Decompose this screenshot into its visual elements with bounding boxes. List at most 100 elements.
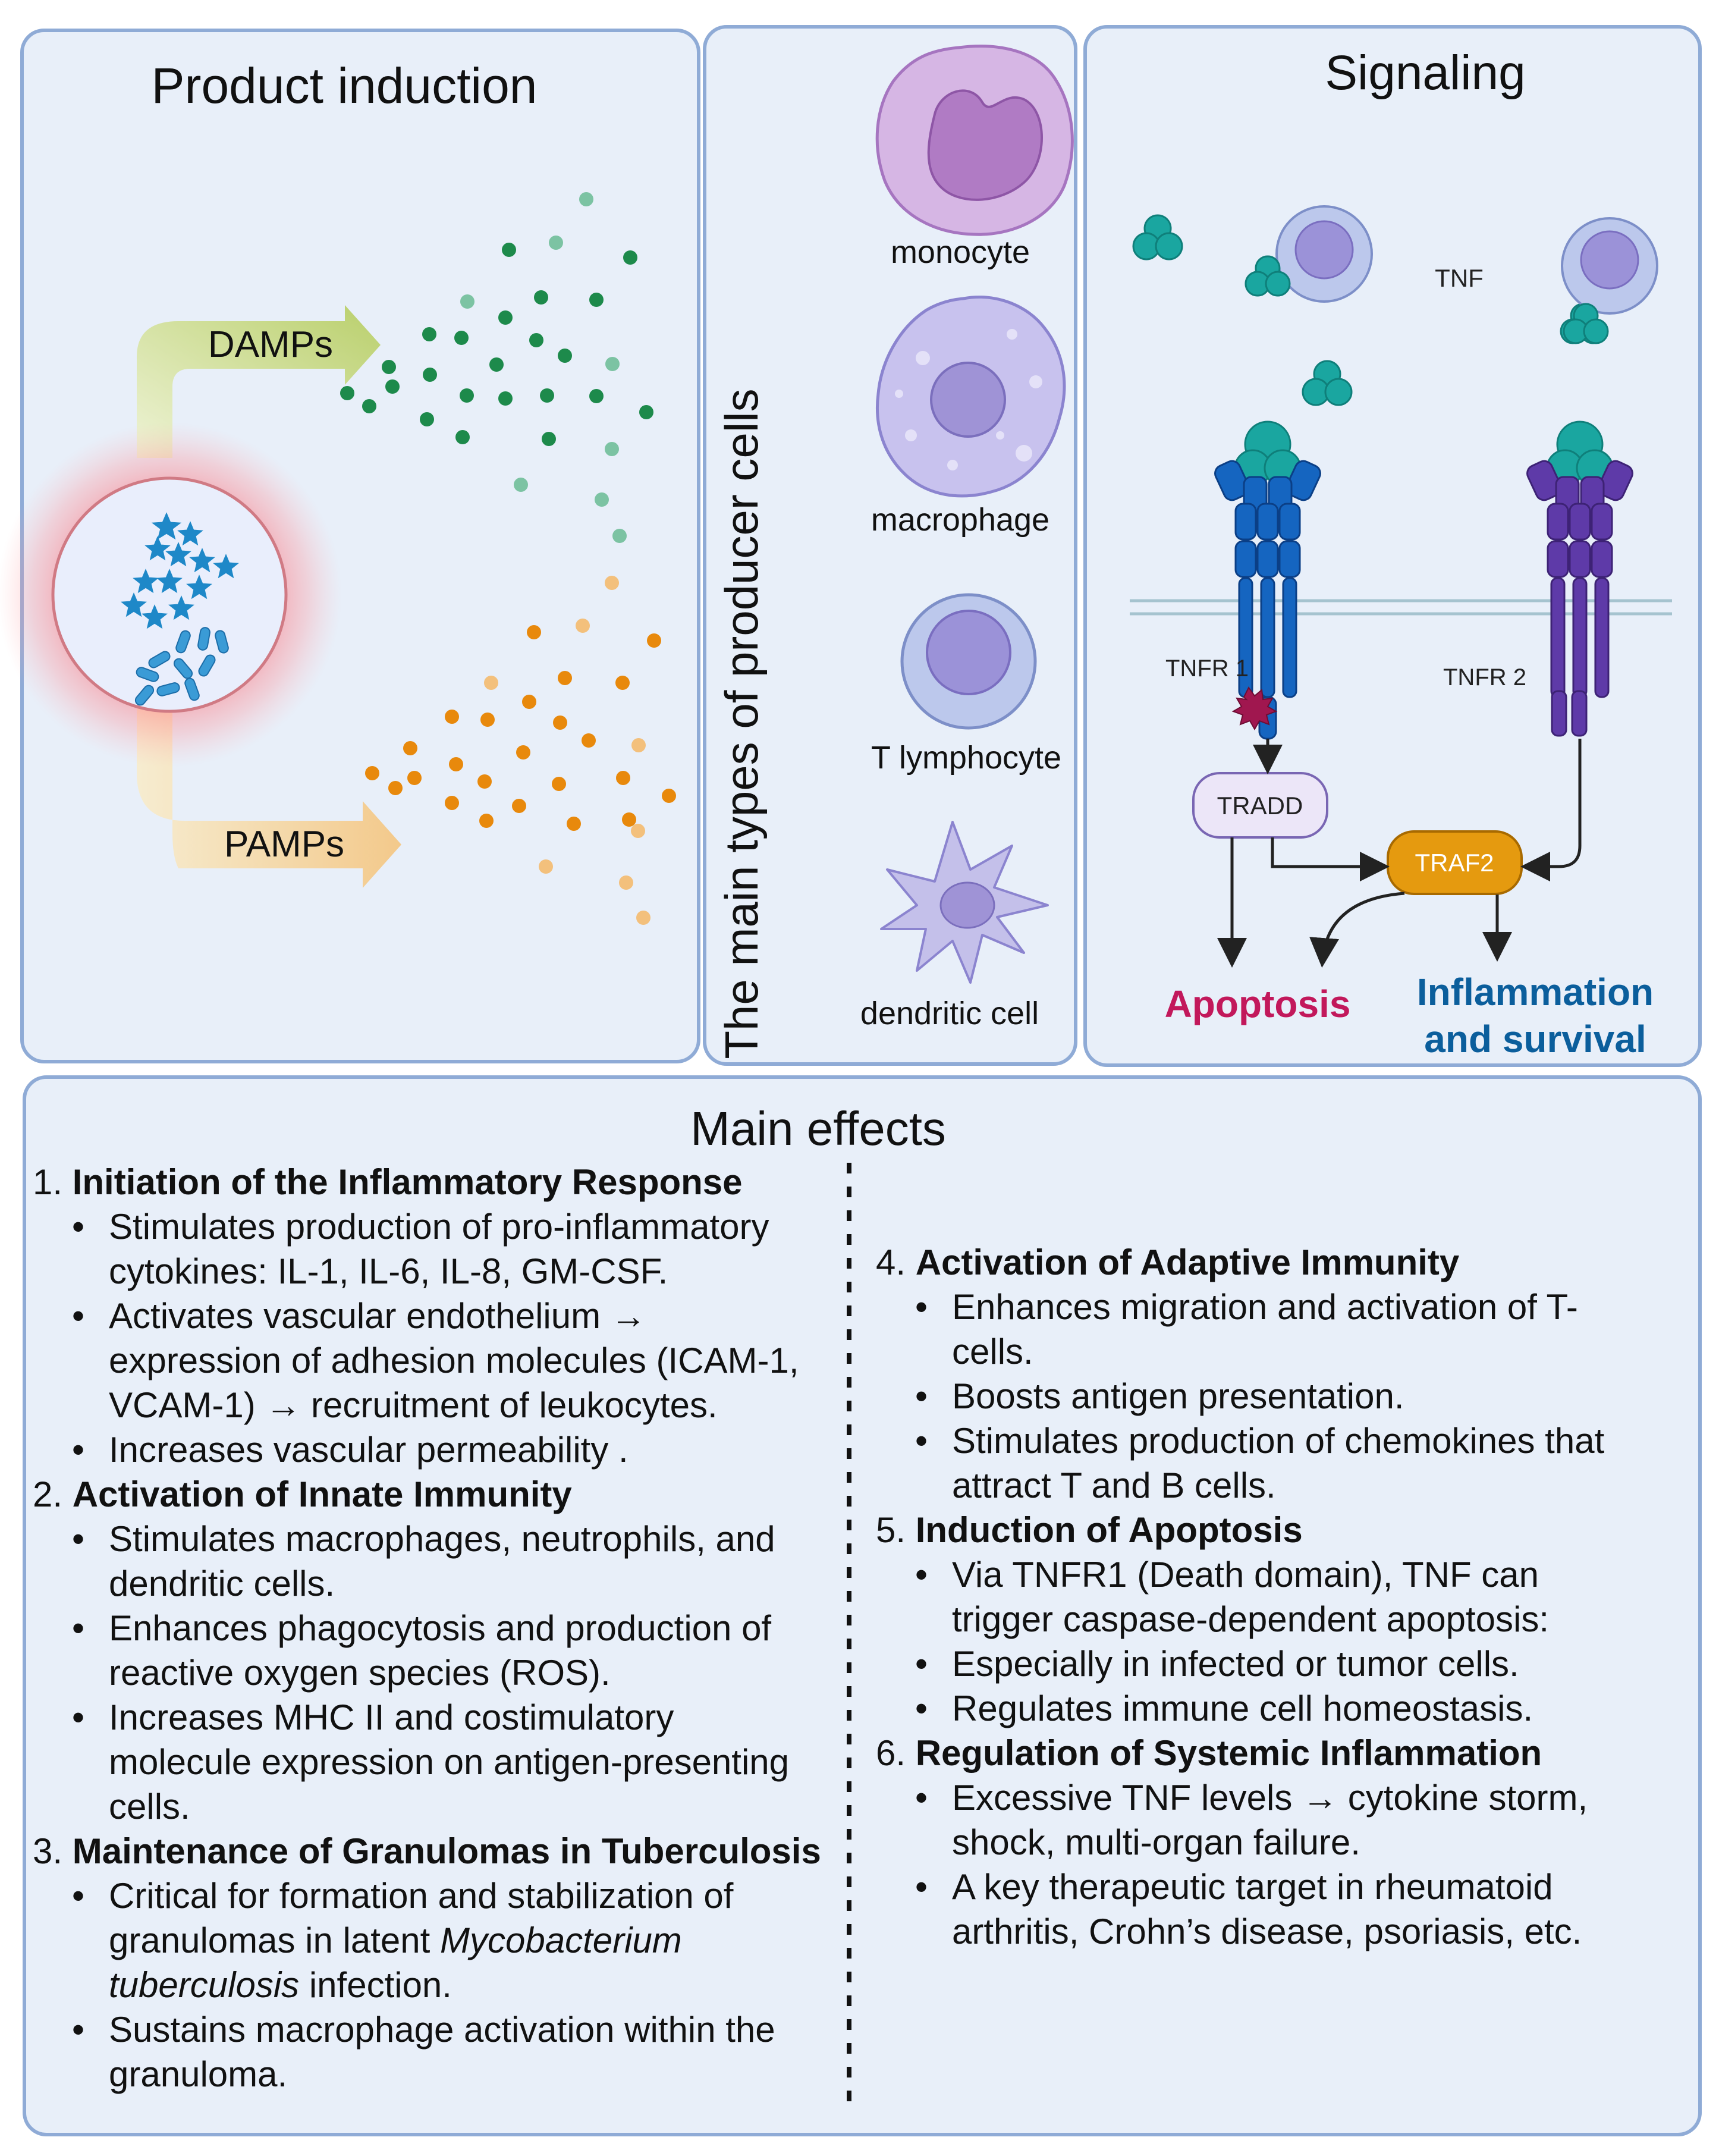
damps-arrow [137, 305, 381, 458]
effect-bullet-line: Enhances migration and activation of T- [952, 1287, 1578, 1327]
effect-section-heading: Induction of Apoptosis [915, 1510, 1303, 1550]
effect-bullet: Critical for formation and stabilization… [72, 1873, 841, 2007]
effect-bullet-line: Stimulates production of pro-inflammator… [109, 1207, 769, 1247]
panel-title-product-induction: Product induction [151, 58, 538, 114]
effect-bullet-line: Via TNFR1 (Death domain), TNF can [952, 1555, 1539, 1595]
producer-cells-diagram: The main types of producer cells monocyt… [715, 45, 1074, 1059]
effect-bullet-line: reactive oxygen species (ROS). [109, 1653, 611, 1693]
tnfr2-receptor-icon [1526, 420, 1633, 737]
traf2-label: TRAF2 [1415, 849, 1494, 877]
effect-bullet-line: Stimulates production of chemokines that [952, 1421, 1605, 1461]
panel-title-signaling: Signaling [1325, 46, 1526, 100]
effect-section-number: 3. [33, 1831, 63, 1871]
tnf-producing-cell-icons [1275, 205, 1658, 315]
infected-cell-icon [0, 422, 342, 767]
effect-bullet-line: Critical for formation and stabilization… [109, 1876, 734, 1916]
effect-bullet: Boosts antigen presentation. [915, 1374, 1685, 1418]
effect-bullet-line: shock, multi-organ failure. [952, 1822, 1360, 1862]
effect-bullet: Sustains macrophage activation within th… [72, 2007, 841, 2097]
effect-bullet-line: attract T and B cells. [952, 1465, 1276, 1505]
cell-label-t-lymphocyte: T lymphocyte [871, 740, 1061, 776]
effect-bullet-line: Excessive TNF levels → cytokine storm, [952, 1778, 1588, 1818]
effect-bullet: Activates vascular endothelium →expressi… [72, 1294, 841, 1427]
pamps-dots-light [484, 576, 650, 925]
effect-bullet-line: VCAM-1) → recruitment of leukocytes. [109, 1385, 718, 1425]
effect-bullet: Regulates immune cell homeostasis. [915, 1686, 1685, 1731]
effect-bullet-line: Stimulates macrophages, neutrophils, and [109, 1519, 775, 1559]
effect-section: 6. Regulation of Systemic InflammationEx… [876, 1731, 1685, 1954]
effect-bullet-line: tuberculosis infection. [109, 1965, 452, 2005]
effect-section: 3. Maintenance of Granulomas in Tubercul… [33, 1829, 841, 2097]
macrophage-icon [875, 295, 1066, 498]
pamps-dots [365, 625, 676, 831]
effect-bullet-line: cytokines: IL-1, IL-6, IL-8, GM-CSF. [109, 1251, 668, 1291]
effect-section-number: 6. [876, 1733, 906, 1773]
panel-title-producer-cells: The main types of producer cells [715, 388, 768, 1059]
effect-section-heading: Activation of Innate Immunity [72, 1474, 572, 1514]
effect-bullet-line: Regulates immune cell homeostasis. [952, 1689, 1533, 1728]
tnfr2-label: TNFR 2 [1443, 664, 1526, 691]
effect-section: 2. Activation of Innate ImmunityStimulat… [33, 1472, 841, 1829]
effect-bullet-line: dendritic cells. [109, 1564, 335, 1603]
apoptosis-label: Apoptosis [1165, 983, 1351, 1025]
effect-bullet-line: cells. [952, 1332, 1033, 1372]
effect-bullet: Enhances phagocytosis and production of r… [72, 1606, 841, 1695]
effect-section: 5. Induction of ApoptosisVia TNFR1 (Deat… [876, 1508, 1685, 1731]
effect-bullet-line: granuloma. [109, 2054, 288, 2094]
inflammation-label-line2: and survival [1424, 1018, 1646, 1060]
damps-dots [340, 243, 653, 446]
effect-bullet: Increases vascular permeability . [72, 1427, 841, 1472]
effect-section: 4. Activation of Adaptive ImmunityEnhanc… [876, 1240, 1685, 1508]
effect-section-heading: Activation of Adaptive Immunity [915, 1242, 1460, 1282]
effect-section-number: 1. [33, 1162, 63, 1202]
tnfr1-label: TNFR 1 [1165, 655, 1249, 682]
dendritic-cell-icon [880, 821, 1049, 984]
signaling-diagram: TNF TNFR 1 [1130, 205, 1672, 1060]
signaling-arrows [1217, 739, 1582, 968]
effect-bullet-line: arthritis, Crohn’s disease, psoriasis, e… [952, 1912, 1582, 1951]
effect-bullet-line: A key therapeutic target in rheumatoid [952, 1867, 1553, 1907]
effects-left-column: 1. Initiation of the Inflammatory Respon… [33, 1160, 841, 2097]
effect-bullet: Stimulates production of chemokines that… [915, 1418, 1685, 1508]
cell-label-dendritic-cell: dendritic cell [860, 996, 1039, 1031]
effect-bullet: Via TNFR1 (Death domain), TNF cantrigger… [915, 1552, 1685, 1642]
pamps-arrow [137, 702, 401, 888]
tradd-node: TRADD [1192, 772, 1328, 839]
effect-bullet-line: Enhances phagocytosis and production of [109, 1608, 772, 1648]
inflammation-label-line1: Inflammation [1417, 971, 1654, 1013]
effect-bullet-line: trigger caspase-dependent apoptosis: [952, 1599, 1550, 1639]
effect-section: 1. Initiation of the Inflammatory Respon… [33, 1160, 841, 1472]
effect-bullet-line: Sustains macrophage activation within th… [109, 2010, 775, 2050]
tradd-label: TRADD [1217, 792, 1303, 820]
effect-bullet-line: Increases MHC II and costimulatory [109, 1697, 674, 1737]
effect-bullet-line: granulomas in latent Mycobacterium [109, 1920, 682, 1960]
effect-section-number: 2. [33, 1474, 63, 1514]
pamps-label: PAMPs [224, 824, 344, 865]
effects-divider [847, 1163, 851, 2108]
effect-bullet-line: cells. [109, 1787, 190, 1827]
damps-dots-light [460, 192, 627, 543]
product-induction-diagram: DAMPs PAMPs [0, 192, 676, 925]
monocyte-icon [875, 45, 1074, 236]
effect-bullet: Enhances migration and activation of T-c… [915, 1285, 1685, 1374]
effect-section-heading: Regulation of Systemic Inflammation [915, 1733, 1542, 1773]
cell-membrane [1130, 599, 1672, 616]
panel-title-main-effects: Main effects [690, 1102, 946, 1155]
effect-bullet-line: Increases vascular permeability . [109, 1430, 628, 1470]
effect-bullet-line: Activates vascular endothelium → [109, 1296, 646, 1336]
t-lymphocyte-icon [900, 593, 1037, 730]
effect-section-heading: Maintenance of Granulomas in Tuberculosi… [72, 1831, 821, 1871]
effect-bullet: Stimulates production of pro-inflammator… [72, 1204, 841, 1294]
effects-right-column: 4. Activation of Adaptive ImmunityEnhanc… [876, 1240, 1685, 1954]
effect-section-heading: Initiation of the Inflammatory Response [72, 1162, 743, 1202]
effect-bullet-line: Especially in infected or tumor cells. [952, 1644, 1519, 1684]
effect-section-number: 4. [876, 1242, 906, 1282]
cell-label-monocyte: monocyte [891, 234, 1030, 270]
effect-bullet: Excessive TNF levels → cytokine storm,sh… [915, 1775, 1685, 1865]
effect-bullet-line: molecule expression on antigen-presentin… [109, 1742, 790, 1782]
cell-label-macrophage: macrophage [871, 502, 1049, 538]
traf2-node: TRAF2 [1387, 830, 1523, 895]
tnf-label: TNF [1435, 264, 1484, 292]
effect-bullet: Especially in infected or tumor cells. [915, 1642, 1685, 1686]
effect-bullet: Increases MHC II and costimulatory molecu… [72, 1695, 841, 1829]
